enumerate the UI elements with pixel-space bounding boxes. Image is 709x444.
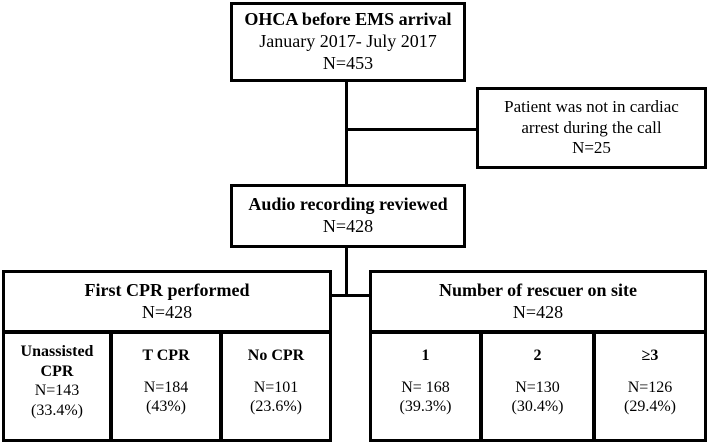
cell-rescuer-2: 2 N=130 (30.4%) <box>480 331 595 442</box>
cell-label: No CPR <box>247 347 305 364</box>
ohca-box: OHCA before EMS arrival January 2017- Ju… <box>230 2 466 82</box>
reviewed-count: N=428 <box>322 216 374 236</box>
cell-t-cpr: T CPR N=184 (43%) <box>110 331 222 442</box>
exclusion-box: Patient was not in cardiac arrest during… <box>476 87 707 169</box>
rescuers-box: Number of rescuer on site N=428 <box>369 270 707 333</box>
cell-percent: (23.6%) <box>250 398 302 416</box>
cell-label: 1 <box>421 347 430 364</box>
cell-label-2: CPR <box>40 362 74 380</box>
cell-label: T CPR <box>142 347 190 364</box>
cell-label: ≥3 <box>641 347 659 364</box>
exclusion-line2: arrest during the call <box>521 117 662 137</box>
first-cpr-box: First CPR performed N=428 <box>2 270 332 333</box>
cell-percent: (29.4%) <box>624 398 676 416</box>
cell-count: N=143 <box>34 382 80 400</box>
cell-percent: (43%) <box>146 398 186 416</box>
connector-top-to-reviewed <box>345 80 348 186</box>
ohca-period: January 2017- July 2017 <box>259 31 437 52</box>
cell-percent: (33.4%) <box>31 401 83 419</box>
ohca-count: N=453 <box>322 52 374 73</box>
exclusion-line1: Patient was not in cardiac <box>504 96 679 116</box>
cell-no-cpr: No CPR N=101 (23.6%) <box>220 331 332 442</box>
rescuers-title: Number of rescuer on site <box>439 279 637 300</box>
cell-unassisted-cpr: Unassisted CPR N=143 (33.4%) <box>2 331 112 442</box>
ohca-title: OHCA before EMS arrival <box>244 9 452 30</box>
cell-label: 2 <box>533 347 542 364</box>
rescuers-count: N=428 <box>512 301 564 322</box>
cell-percent: (39.3%) <box>399 398 452 416</box>
first-cpr-count: N=428 <box>141 301 193 322</box>
first-cpr-title: First CPR performed <box>84 279 250 300</box>
cell-label: Unassisted <box>20 343 94 360</box>
connector-to-exclusion <box>345 128 478 131</box>
connector-reviewed-to-split <box>345 246 348 296</box>
cell-count: N= 168 <box>401 378 450 396</box>
cell-rescuer-1: 1 N= 168 (39.3%) <box>369 331 482 442</box>
exclusion-count: N=25 <box>572 138 611 158</box>
reviewed-title: Audio recording reviewed <box>248 194 448 215</box>
cell-count: N=184 <box>143 378 189 396</box>
connector-split <box>330 294 372 297</box>
cell-count: N=130 <box>515 378 560 396</box>
cell-percent: (30.4%) <box>511 398 564 416</box>
cell-count: N=101 <box>253 378 299 396</box>
cell-count: N=126 <box>627 378 673 396</box>
cell-rescuer-3plus: ≥3 N=126 (29.4%) <box>593 331 707 442</box>
reviewed-box: Audio recording reviewed N=428 <box>230 184 466 248</box>
